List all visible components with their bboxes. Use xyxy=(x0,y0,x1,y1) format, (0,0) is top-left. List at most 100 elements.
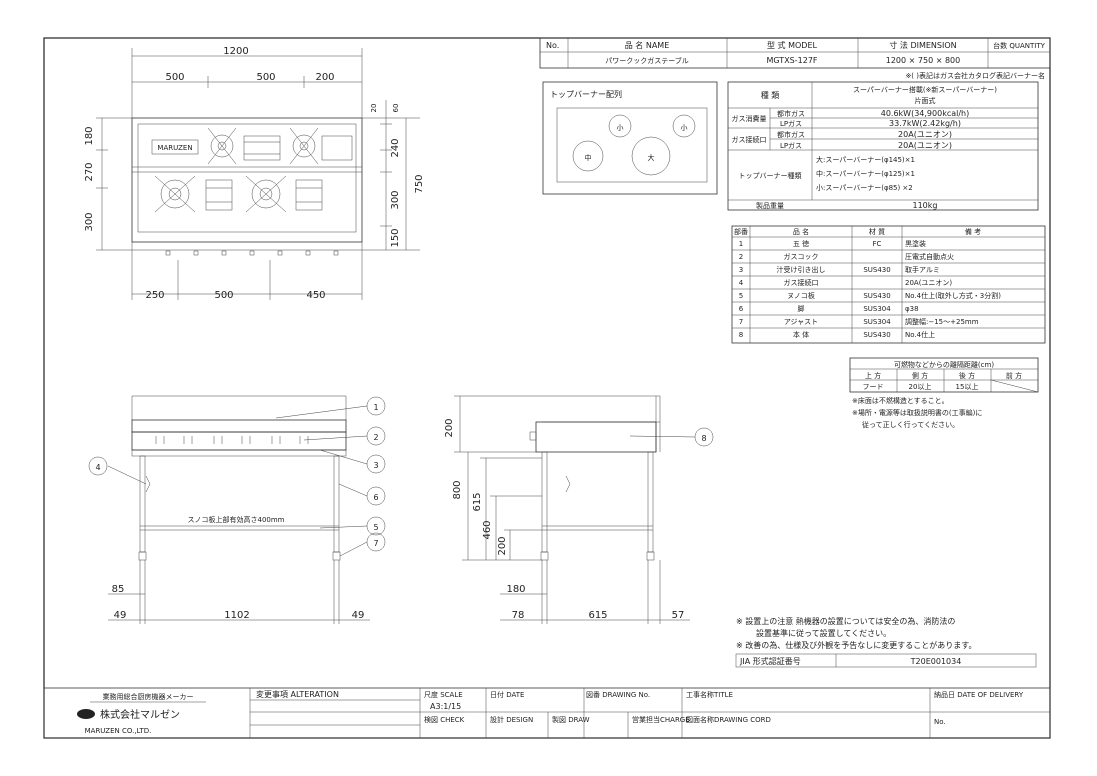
callout-6: 6 xyxy=(373,493,378,502)
header-name-value: パワークックガステーブル xyxy=(605,56,689,65)
parts-cell: No.4仕上 xyxy=(905,330,935,339)
tb-scale-value: A3:1/15 xyxy=(430,702,461,711)
header-name-label: 品 名 NAME xyxy=(625,40,670,50)
spec-table: ※( )表記はガス会社カタログ表記バーナー名 種 類 スーパーバーナー搭載(※新… xyxy=(727,71,1045,211)
dim-300r: 300 xyxy=(390,190,401,209)
dim-49b: 49 xyxy=(352,610,365,621)
dim-1200: 1200 xyxy=(223,46,248,57)
plan-brand-label: MARUZEN xyxy=(157,144,192,152)
tb-draw-label: 製図 DRAW xyxy=(552,715,590,724)
brand-plate xyxy=(151,139,199,155)
jia-value: T20E001034 xyxy=(910,657,962,666)
knob-row xyxy=(165,250,339,256)
header-dim-value: 1200 × 750 × 800 xyxy=(886,56,960,65)
tb-cord-label: 図面名称DRAWING CORD xyxy=(686,715,771,724)
parts-cell: 脚 xyxy=(798,304,805,313)
layout-title: トップバーナー配列 xyxy=(550,89,622,99)
dim-h200b: 200 xyxy=(497,536,508,555)
callout-5: 5 xyxy=(373,523,378,532)
parts-cell: 2 xyxy=(739,253,743,261)
dim-270: 270 xyxy=(84,162,95,181)
parts-cell: 20A(ユニオン) xyxy=(905,279,952,287)
burner-layout: トップバーナー配列 小 小 中 大 xyxy=(542,81,718,195)
parts-cell: 1 xyxy=(739,240,743,248)
dim-180: 180 xyxy=(84,126,95,145)
burner-large xyxy=(631,136,671,176)
back-left-burner xyxy=(207,127,237,165)
parts-cell: 4 xyxy=(739,279,744,287)
parts-cell: 3 xyxy=(739,266,743,274)
parts-cell: 取手アルミ xyxy=(905,265,940,274)
parts-cell: SUS304 xyxy=(863,318,891,326)
dim-w78: 78 xyxy=(512,610,525,621)
svg-text:後 方: 後 方 xyxy=(959,371,975,380)
spec-city-1: 都市ガス xyxy=(777,109,805,118)
spec-note: ※( )表記はガス会社カタログ表記バーナー名 xyxy=(905,71,1045,80)
dim-150: 150 xyxy=(390,228,401,247)
spec-connection-label: ガス接続口 xyxy=(732,135,767,144)
svg-text:品 名: 品 名 xyxy=(793,227,809,236)
jia-label: JIA 形式認証番号 xyxy=(739,656,801,666)
dim-500a: 500 xyxy=(165,72,184,83)
parts-cell: φ38 xyxy=(905,305,919,313)
dim-1102: 1102 xyxy=(224,610,249,621)
svg-text:部番: 部番 xyxy=(734,227,748,236)
spec-weight-value: 110kg xyxy=(913,201,938,210)
dim-500b: 500 xyxy=(256,72,275,83)
parts-cell: ガス接続口 xyxy=(784,278,819,287)
tb-association: 業務用総合厨房機器メーカー xyxy=(103,692,194,701)
installation-notes: ※ 設置上の注意 熱機器の設置については安全の為、消防法の 設置基準に従って設置… xyxy=(735,616,1037,668)
tb-design-label: 設計 DESIGN xyxy=(490,715,533,724)
dim-250: 250 xyxy=(145,290,164,301)
spec-burner-type-label: トップバーナー種類 xyxy=(739,171,802,180)
dim-h460: 460 xyxy=(482,520,493,539)
parts-cell: SUS430 xyxy=(863,266,890,274)
tb-delivery-label: 納品日 DATE OF DELIVERY xyxy=(934,690,1024,699)
spec-lp-2: LPガス xyxy=(780,141,802,150)
clearance-note2: ※場所・電源等は取扱説明書の(工事編)に xyxy=(852,408,982,417)
note-line1: ※ 設置上の注意 熱機器の設置については安全の為、消防法の xyxy=(736,616,955,626)
parts-cell: 7 xyxy=(739,318,743,326)
note-line2: 設置基準に従って設置してください。 xyxy=(756,628,891,638)
spec-connection-city: 20A(ユニオン) xyxy=(898,130,952,139)
dim-h800: 800 xyxy=(452,480,463,499)
tb-alteration: 変更事項 ALTERATION xyxy=(256,689,339,699)
parts-cell: SUS430 xyxy=(863,292,890,300)
svg-text:小: 小 xyxy=(681,123,688,132)
dim-60: 60 xyxy=(392,104,400,113)
spec-consumption-city: 40.6kW(34,900kcal/h) xyxy=(881,109,970,118)
header-table: No. 品 名 NAME パワークックガステーブル 型 式 MODEL MGTX… xyxy=(539,37,1051,69)
parts-cell: 汁受け引き出し xyxy=(777,265,826,274)
parts-cell: 5 xyxy=(739,292,743,300)
header-dim-label: 寸 法 DIMENSION xyxy=(889,40,956,50)
spec-lp-1: LPガス xyxy=(780,119,802,128)
header-qty-label: 台数 QUANTITY xyxy=(993,41,1045,50)
dim-20: 20 xyxy=(370,104,378,113)
parts-table: 部番 品 名 材 質 備 考 xyxy=(731,225,1046,344)
spec-consumption-label: ガス消費量 xyxy=(732,114,767,123)
clearance-row-label: フード xyxy=(863,383,884,391)
callout-7: 7 xyxy=(373,539,378,548)
burner-medium xyxy=(572,140,604,172)
parts-cell: アジャスト xyxy=(784,318,818,326)
parts-cell: SUS304 xyxy=(863,305,891,313)
side-view: 8 200 800 615 460 200 180 78 615 57 xyxy=(444,395,714,624)
svg-text:備 考: 備 考 xyxy=(965,227,981,236)
parts-cell: 五 徳 xyxy=(793,239,809,248)
front-left-leg xyxy=(139,455,146,553)
dim-w180: 180 xyxy=(506,584,525,595)
side-front-leg xyxy=(541,451,548,553)
tb-no-label: No. xyxy=(934,718,946,726)
clearance-note3: 従って正しく行ってください。 xyxy=(862,420,959,429)
callout-1: 1 xyxy=(373,403,378,412)
parts-cell: ガスコック xyxy=(784,252,819,261)
callout-8: 8 xyxy=(701,434,706,443)
tb-title-label: 工事名称TITLE xyxy=(686,690,733,699)
dim-450: 450 xyxy=(306,290,325,301)
spec-city-2: 都市ガス xyxy=(777,130,805,139)
grate-back-mid xyxy=(243,135,281,161)
tb-date-label: 日付 DATE xyxy=(490,690,524,699)
callout-3: 3 xyxy=(373,461,378,470)
